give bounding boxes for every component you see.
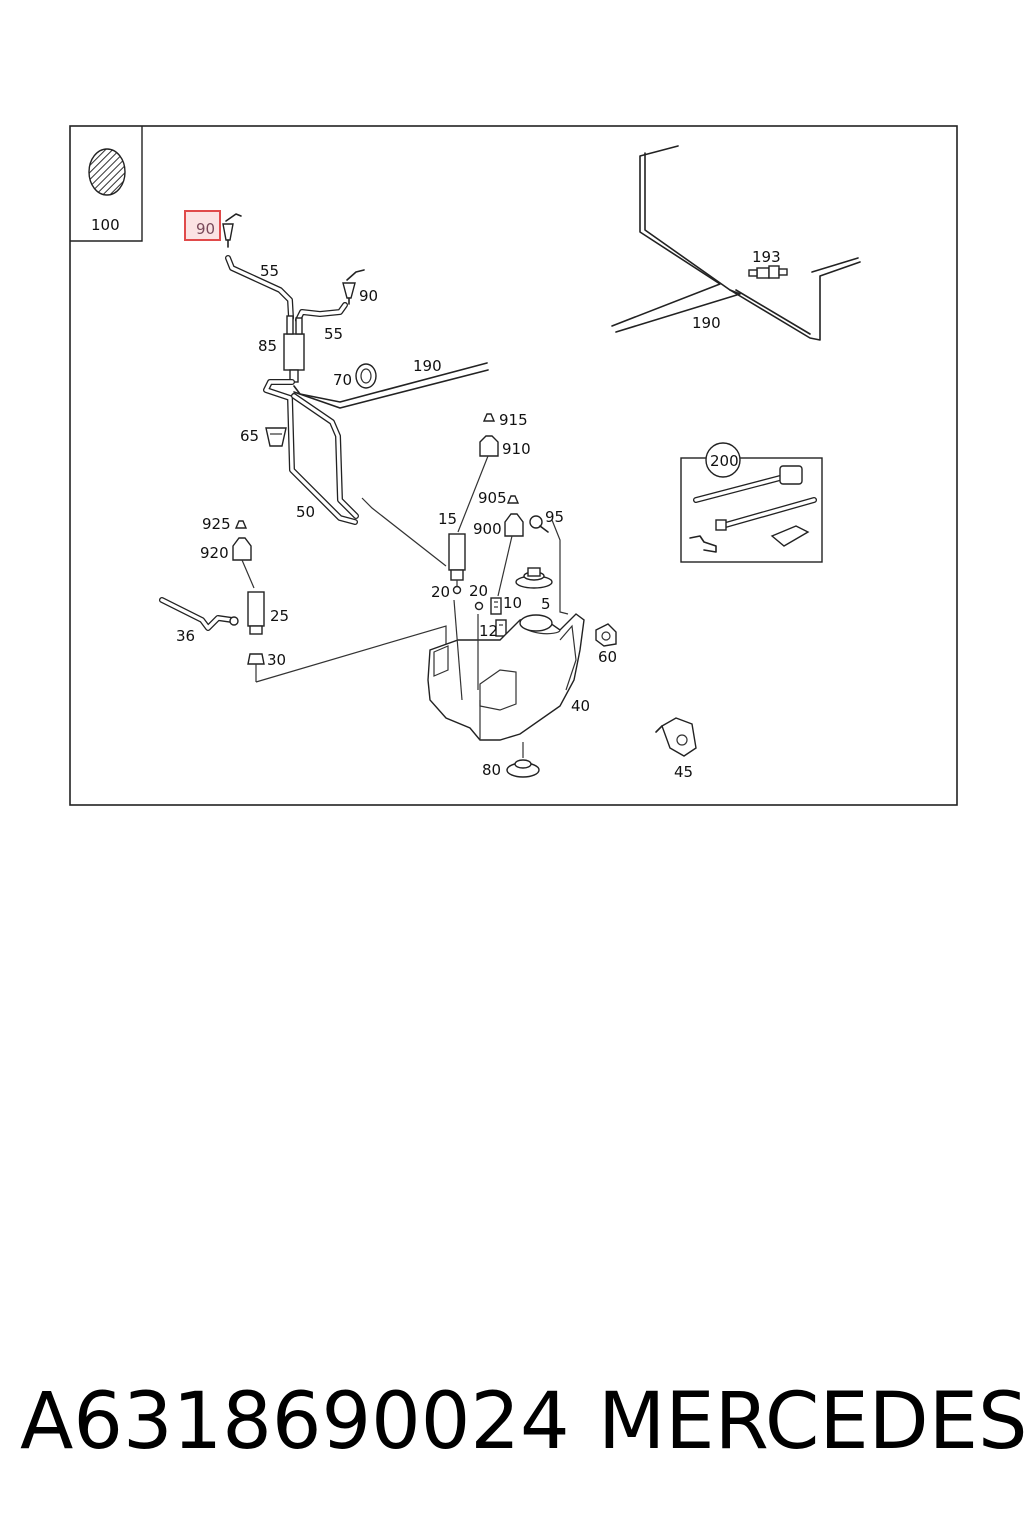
hose-connector-icon — [748, 265, 788, 279]
washer-pump-icon — [448, 533, 466, 588]
callout-5[interactable]: 5 — [541, 595, 551, 613]
seal-ring-icon — [452, 585, 462, 595]
callout-25[interactable]: 25 — [270, 607, 289, 625]
callout-10[interactable]: 10 — [503, 594, 522, 612]
callout-85[interactable]: 85 — [258, 337, 277, 355]
check-valve-icon — [283, 315, 305, 383]
callout-15[interactable]: 15 — [438, 510, 457, 528]
diagram-frame — [69, 125, 958, 806]
seal-icon — [482, 413, 496, 422]
callout-65[interactable]: 65 — [240, 427, 259, 445]
part-number: A6318690024 — [20, 1377, 570, 1467]
callout-910[interactable]: 910 — [502, 440, 531, 458]
caption: A6318690024 MERCEDES — [0, 1372, 1024, 1482]
brand-name: MERCEDES — [598, 1377, 1024, 1467]
callout-900[interactable]: 900 — [473, 520, 502, 538]
callout-95[interactable]: 95 — [545, 508, 564, 526]
hose-to-pump — [361, 497, 447, 567]
grommet-icon — [506, 742, 540, 778]
callout-925[interactable]: 925 — [202, 515, 231, 533]
callout-90-b[interactable]: 90 — [359, 287, 378, 305]
callout-60[interactable]: 60 — [598, 648, 617, 666]
callout-20-b[interactable]: 20 — [469, 582, 488, 600]
highlight-box — [184, 210, 221, 241]
parts-diagram: 100 90 55 90 55 85 70 190 50 — [69, 125, 958, 806]
kit-callout-circle — [705, 442, 741, 478]
grommet-icon — [355, 363, 377, 389]
level-sensor-icon — [495, 619, 507, 637]
clip-nut-icon — [595, 623, 617, 647]
washer-nozzle-icon — [342, 269, 365, 305]
hose-190-b — [611, 145, 721, 327]
callout-20-a[interactable]: 20 — [431, 583, 450, 601]
callout-193[interactable]: 193 — [752, 248, 781, 266]
repair-kit-box — [680, 457, 823, 563]
callout-40[interactable]: 40 — [571, 697, 590, 715]
screw-icon — [529, 515, 549, 533]
callout-70[interactable]: 70 — [333, 371, 352, 389]
washer-reservoir-icon — [427, 599, 585, 741]
callout-200[interactable]: 200 — [710, 452, 739, 470]
grommet-icon — [247, 653, 265, 682]
washer-nozzle-icon — [222, 213, 242, 248]
level-sensor-icon — [490, 597, 502, 615]
connector-plug-icon — [504, 513, 524, 537]
washer-pump-icon — [247, 591, 265, 635]
callout-55-a[interactable]: 55 — [260, 262, 279, 280]
callout-36[interactable]: 36 — [176, 627, 195, 645]
callout-915[interactable]: 915 — [499, 411, 528, 429]
seal-icon — [234, 520, 248, 529]
callout-12[interactable]: 12 — [479, 622, 498, 640]
callout-80[interactable]: 80 — [482, 761, 501, 779]
seal-ring-icon — [474, 601, 484, 611]
callout-920[interactable]: 920 — [200, 544, 229, 562]
callout-90-highlighted[interactable]: 90 — [196, 220, 215, 238]
callout-30[interactable]: 30 — [267, 651, 286, 669]
callout-100[interactable]: 100 — [91, 216, 120, 234]
callout-905[interactable]: 905 — [478, 489, 507, 507]
callout-55-b[interactable]: 55 — [324, 325, 343, 343]
bracket-clip-icon — [655, 717, 697, 757]
grommet-icon — [265, 427, 287, 447]
connector-plug-icon — [232, 537, 252, 561]
hose-190 — [293, 362, 488, 403]
callout-190-a[interactable]: 190 — [413, 357, 442, 375]
legend-box — [70, 126, 143, 242]
hose-kit-icon — [689, 465, 817, 553]
callout-50[interactable]: 50 — [296, 503, 315, 521]
connector-plug-icon — [479, 435, 499, 457]
callout-190-b[interactable]: 190 — [692, 314, 721, 332]
callout-45[interactable]: 45 — [674, 763, 693, 781]
hatched-disc-icon — [88, 148, 126, 196]
reservoir-cap-icon — [515, 567, 553, 589]
seal-icon — [506, 495, 520, 504]
reservoir-filler-line — [551, 519, 569, 615]
